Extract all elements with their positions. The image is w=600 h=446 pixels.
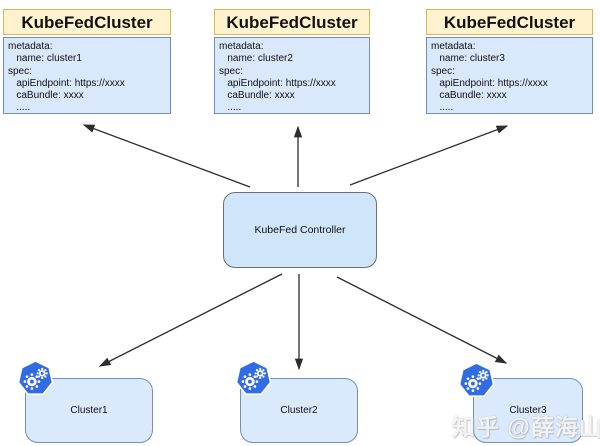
arrow-controller-to-cluster-3 [336,276,508,364]
kubefedcluster-box-3: KubeFedCluster metadata: name: cluster3 … [426,9,593,114]
spec-line: spec: [8,65,32,77]
kubefedcluster-spec-text: metadata: name: cluster3 spec: apiEndpoi… [426,37,593,114]
cluster-label: Cluster1 [70,405,108,416]
spec-line: ..... [8,102,31,114]
cluster-label: Cluster3 [509,405,547,416]
kubefedcluster-box-1: KubeFedCluster metadata: name: cluster1 … [3,9,171,114]
kubernetes-icon [235,360,272,396]
zhihu-watermark: 知乎 @薛海山 [452,414,600,440]
spec-line: ..... [219,102,242,114]
spec-line: metadata: [8,41,53,52]
kubefed-controller-box: KubeFed Controller [223,192,377,268]
spec-line: spec: [219,65,243,77]
kubernetes-icon [458,362,495,398]
spec-line: caBundle: xxxx [431,90,507,102]
kubefedcluster-spec-text: metadata: name: cluster1 spec: apiEndpoi… [3,37,171,114]
kubefedcluster-title: KubeFedCluster [214,9,370,35]
spec-line: apiEndpoint: https://xxxx [219,77,336,89]
arrow-controller-to-kubefedcluster-1 [82,124,251,188]
spec-line: caBundle: xxxx [219,90,295,102]
spec-line: spec: [431,65,455,77]
arrow-controller-to-cluster-1 [98,273,283,367]
spec-line: name: cluster2 [219,53,293,65]
kubernetes-icon [17,360,54,396]
kubefed-controller-label: KubeFed Controller [254,224,346,236]
spec-line: metadata: [219,41,264,52]
spec-line: apiEndpoint: https://xxxx [431,77,548,89]
cluster-box-3: Cluster3 [473,378,583,443]
spec-line: apiEndpoint: https://xxxx [8,77,125,89]
spec-line: name: cluster1 [8,53,82,65]
spec-line: metadata: [431,41,476,52]
spec-line: caBundle: xxxx [8,90,84,102]
kubefedcluster-title: KubeFedCluster [3,9,171,35]
spec-line: ..... [431,102,454,114]
kubefedcluster-box-2: KubeFedCluster metadata: name: cluster2 … [214,9,370,114]
kubefedcluster-title: KubeFedCluster [426,9,593,35]
cluster-label: Cluster2 [280,405,318,416]
arrow-controller-to-kubefedcluster-3 [349,125,509,186]
spec-line: name: cluster3 [431,53,505,65]
kubefedcluster-spec-text: metadata: name: cluster2 spec: apiEndpoi… [214,37,370,114]
